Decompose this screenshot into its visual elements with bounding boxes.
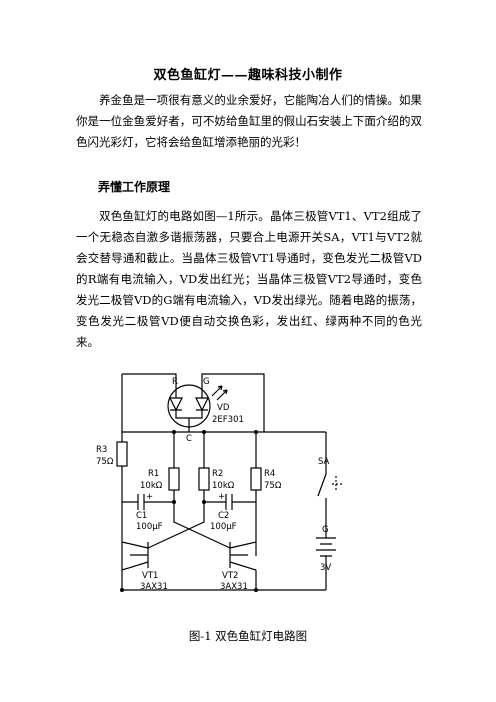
label-vd: VD <box>217 403 230 413</box>
label-vt2: VT2 <box>222 571 238 581</box>
label-vt1: VT1 <box>142 571 158 581</box>
label-r4-value: 75Ω <box>264 481 282 491</box>
label-r1-value: 10kΩ <box>140 481 163 491</box>
label-c-pin: C <box>186 434 192 444</box>
label-c2-value: 100μF <box>210 522 237 532</box>
label-r2: R2 <box>212 469 223 479</box>
label-c1-value: 100μF <box>136 522 163 532</box>
label-r4: R4 <box>264 469 275 479</box>
label-battery-g: G <box>322 525 329 535</box>
label-vd-part: 2EF301 <box>212 415 244 425</box>
label-c1-plus: + <box>146 492 153 502</box>
intro-paragraph: 养金鱼是一项很有意义的业余爱好，它能陶冶人们的情操。如果你是一位金鱼爱好者，可不… <box>76 93 422 149</box>
circuit-schematic: R G C VD 2EF301 R3 75Ω R1 10kΩ R2 10kΩ R… <box>96 373 342 592</box>
label-c2: C2 <box>218 511 229 521</box>
label-r1: R1 <box>148 469 159 479</box>
label-vt1-part: 3AX31 <box>140 582 168 592</box>
figure-caption: 图-1 双色鱼缸灯电路图 <box>188 629 308 643</box>
label-r3: R3 <box>96 445 107 455</box>
label-vt2-part: 3AX31 <box>220 582 248 592</box>
label-g-pin: G <box>203 377 210 387</box>
label-c2-plus: + <box>218 492 225 502</box>
label-r3-value: 75Ω <box>96 457 114 467</box>
label-battery-voltage: 3V <box>320 563 331 573</box>
label-sa: SA <box>318 457 330 467</box>
label-r-pin: R <box>172 377 178 387</box>
principle-paragraph: 双色鱼缸灯的电路如图—1所示。晶体三极管VT1、VT2组成了一个无稳态自激多谐振… <box>76 209 422 349</box>
label-r2-value: 10kΩ <box>212 481 235 491</box>
label-c1: C1 <box>136 511 147 521</box>
document-title: 双色鱼缸灯——趣味科技小制作 <box>153 68 343 83</box>
section-heading: 弄懂工作原理 <box>98 180 171 194</box>
